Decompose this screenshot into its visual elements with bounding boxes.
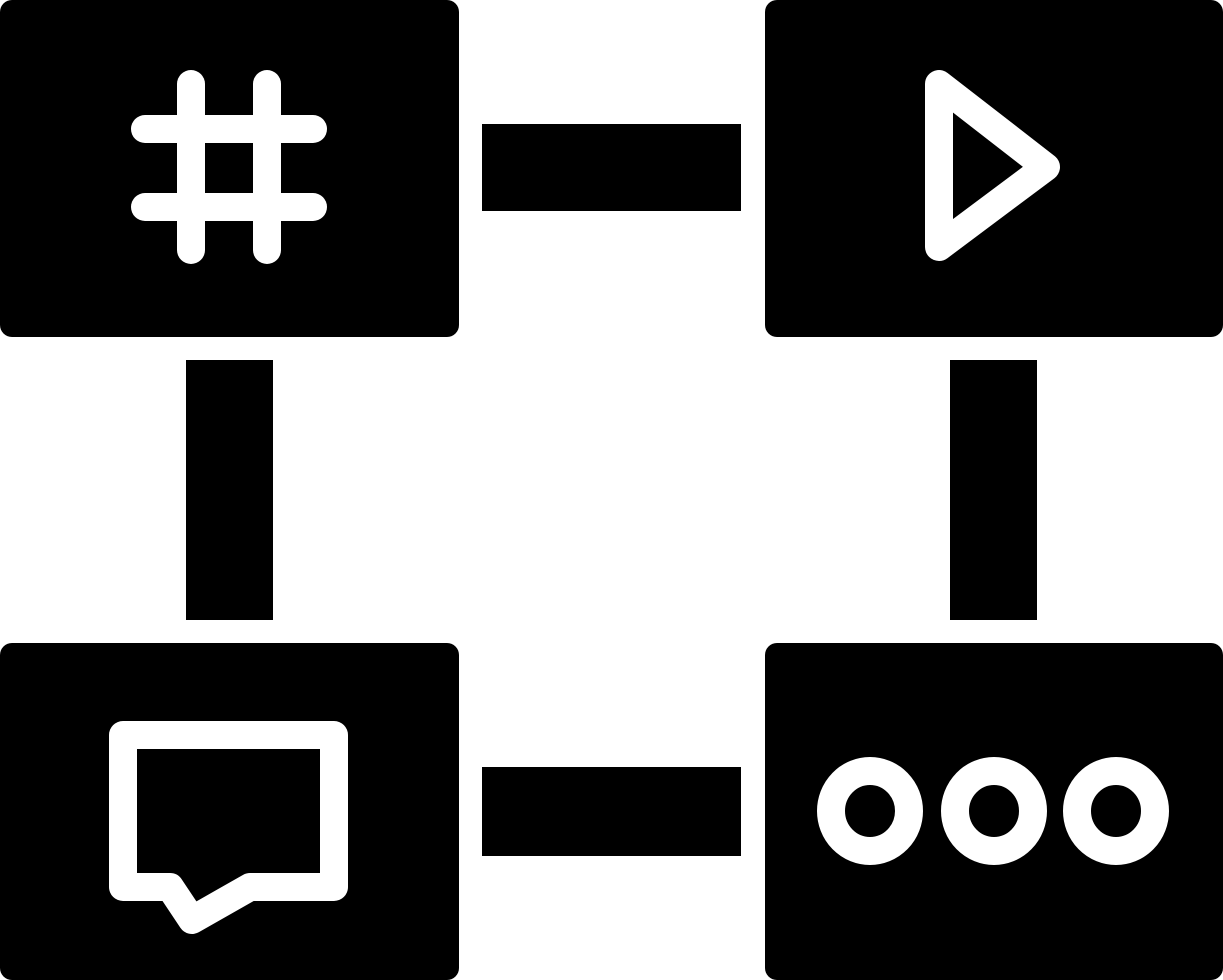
chat-bubble-icon — [109, 721, 348, 934]
node-box — [765, 643, 1223, 980]
node-top-right — [765, 0, 1223, 337]
play-icon — [925, 70, 1060, 261]
dot-1 — [817, 757, 923, 865]
dot-2 — [941, 757, 1047, 865]
node-box — [0, 0, 459, 337]
more-dots-icon — [817, 757, 1169, 865]
connector-top — [482, 124, 741, 211]
connector-bottom — [482, 767, 741, 856]
node-top-left — [0, 0, 459, 337]
dot-3 — [1063, 757, 1169, 865]
node-box — [765, 0, 1223, 337]
node-bottom-left — [0, 643, 459, 980]
connector-right — [950, 360, 1037, 620]
node-bottom-right — [765, 643, 1223, 980]
hashtag-icon — [131, 70, 327, 264]
connector-left — [186, 360, 273, 620]
node-box — [0, 643, 459, 980]
